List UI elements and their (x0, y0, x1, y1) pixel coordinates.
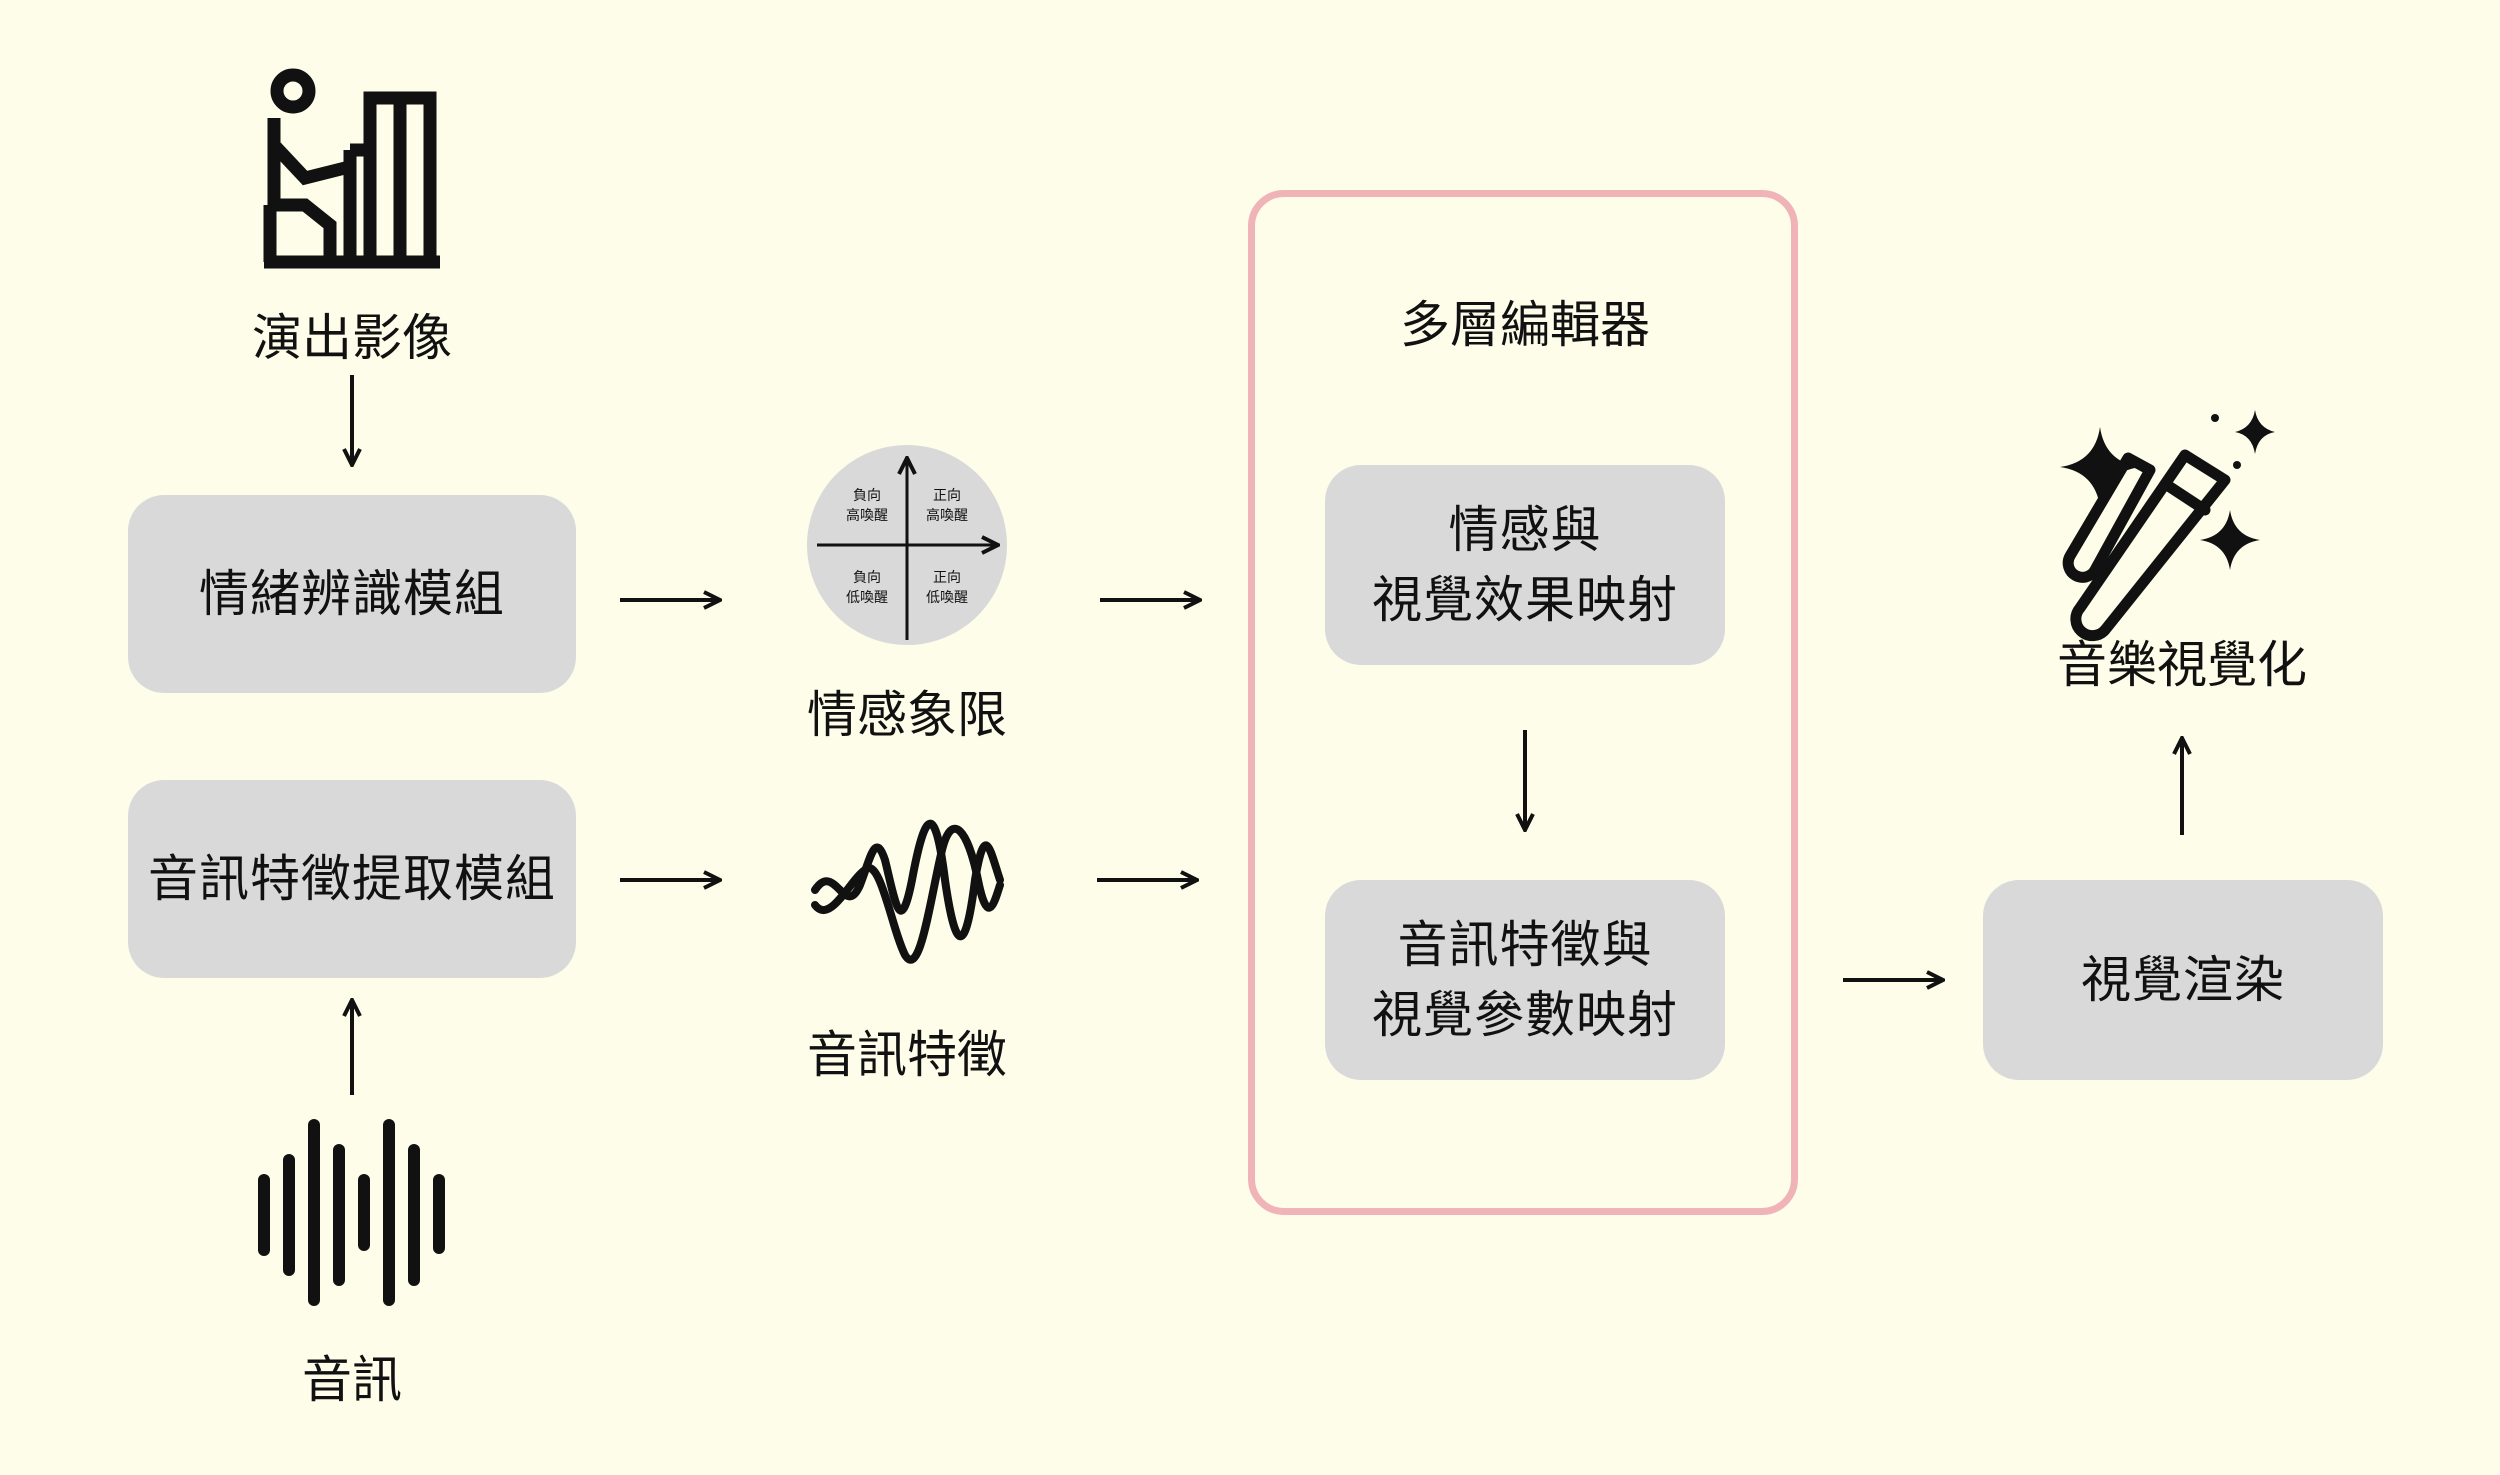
quadrant-bottom-right: 正向 低喚醒 (922, 568, 972, 608)
emotion-mapping-line2: 視覺效果映射 (1372, 571, 1678, 629)
audio-mapping-line1: 音訊特徵與 (1397, 916, 1653, 974)
visual-rendering: 視覺渲染 (1983, 880, 2383, 1080)
quadrant-tl-arousal: 高喚醒 (846, 508, 888, 524)
audio-label: 音訊 (302, 1351, 402, 1409)
quadrant-br-arousal: 低喚醒 (926, 590, 968, 606)
quadrant-tl-valence: 負向 (853, 488, 881, 504)
emotion-module-label: 情緒辨識模組 (199, 565, 505, 623)
waveform-icon (811, 819, 1004, 964)
quadrant-bl-arousal: 低喚醒 (846, 590, 888, 606)
emotion-recognition-module: 情緒辨識模組 (128, 495, 576, 693)
pianist-icon (263, 68, 440, 269)
audio-feature-module-label: 音訊特徵提取模組 (148, 850, 556, 908)
emotion-mapping-line1: 情感與 (1448, 501, 1602, 559)
quadrant-top-right: 正向 高喚醒 (922, 486, 972, 526)
emotion-quadrant-icon (807, 445, 1007, 645)
music-visualization-label: 音樂視覺化 (2057, 636, 2307, 694)
multi-layer-editor (1248, 190, 1798, 1215)
audio-features-label: 音訊特徵 (807, 1026, 1007, 1084)
quadrant-tr-valence: 正向 (933, 488, 961, 504)
audio-mapping-line2: 視覺參數映射 (1372, 986, 1678, 1044)
performance-video-label: 演出影像 (252, 309, 452, 367)
visual-render-label: 視覺渲染 (2081, 951, 2285, 1009)
audio-feature-extraction-module: 音訊特徵提取模組 (128, 780, 576, 978)
quadrant-bl-valence: 負向 (853, 570, 881, 586)
quadrant-bottom-left: 負向 低喚醒 (842, 568, 892, 608)
quadrant-tr-arousal: 高喚醒 (926, 508, 968, 524)
editor-title: 多層編輯器 (1400, 296, 1650, 354)
audio-visual-parameter-mapping: 音訊特徵與 視覺參數映射 (1325, 880, 1725, 1080)
quadrant-br-valence: 正向 (933, 570, 961, 586)
quadrant-top-left: 負向 高喚醒 (842, 486, 892, 526)
sound-wave-icon (258, 1119, 445, 1306)
magic-wand-icon (2060, 410, 2275, 642)
emotion-visual-mapping: 情感與 視覺效果映射 (1325, 465, 1725, 665)
emotion-quadrant-label: 情感象限 (807, 686, 1007, 744)
